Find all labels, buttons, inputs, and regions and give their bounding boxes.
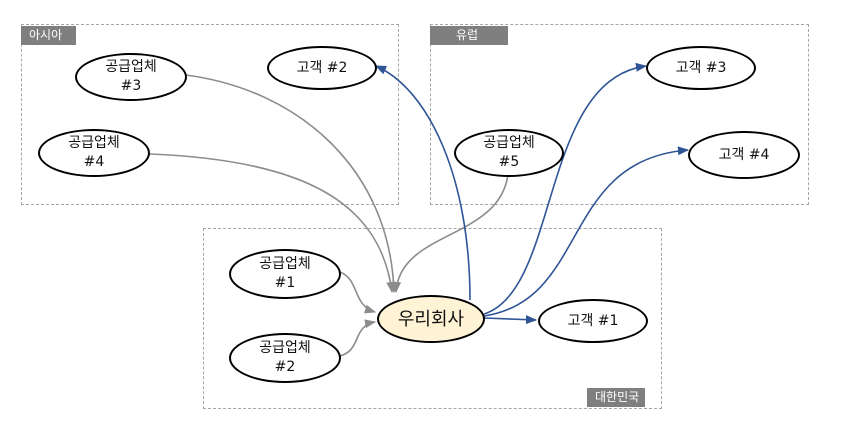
node-customer-1-label: 고객 #1 — [567, 312, 619, 329]
node-company: 우리회사 — [377, 295, 485, 343]
edge-company-to-customer3 — [483, 62, 648, 315]
region-label-asia: 아시아 — [21, 26, 77, 45]
region-korea — [203, 228, 662, 409]
region-label-europe: 유럽 — [430, 26, 509, 45]
node-customer-2-label: 고객 #2 — [296, 59, 348, 76]
node-customer-4: 고객 #4 — [688, 131, 800, 179]
node-supplier-3-num: #3 — [120, 78, 142, 94]
node-supplier-5-name: 공급업체 — [483, 135, 535, 151]
node-supplier-3-name: 공급업체 — [105, 59, 157, 75]
node-customer-3: 고객 #3 — [646, 46, 756, 90]
node-supplier-1: 공급업체 #1 — [229, 249, 341, 299]
edge-supplier5-to-company — [392, 173, 509, 294]
region-europe — [430, 24, 809, 205]
edge-company-to-customer2 — [374, 65, 471, 301]
edge-supplier4-to-company — [149, 153, 396, 294]
region-asia — [21, 24, 399, 205]
edge-supplier3-to-company — [185, 74, 399, 294]
node-supplier-2: 공급업체 #2 — [229, 333, 341, 383]
edge-company-to-customer1 — [483, 315, 538, 325]
region-label-korea: 대한민국 — [587, 388, 646, 407]
node-supplier-1-name: 공급업체 — [259, 256, 311, 272]
edge-supplier1-to-company — [339, 271, 377, 314]
node-supplier-5-num: #5 — [498, 154, 520, 170]
node-supplier-5: 공급업체 #5 — [454, 129, 564, 177]
node-supplier-4-name: 공급업체 — [68, 135, 120, 151]
node-supplier-2-num: #2 — [274, 359, 296, 375]
node-supplier-3: 공급업체 #3 — [75, 53, 187, 101]
node-customer-2: 고객 #2 — [267, 46, 377, 90]
node-customer-3-label: 고객 #3 — [675, 59, 727, 76]
node-supplier-4-num: #4 — [83, 154, 105, 170]
node-supplier-2-name: 공급업체 — [259, 340, 311, 356]
edge-company-to-customer4 — [483, 146, 690, 317]
edge-supplier2-to-company — [339, 319, 377, 357]
node-customer-4-label: 고객 #4 — [718, 146, 770, 163]
node-customer-1: 고객 #1 — [538, 299, 648, 343]
node-supplier-1-num: #1 — [274, 275, 296, 291]
node-supplier-4: 공급업체 #4 — [38, 129, 150, 177]
node-company-label: 우리회사 — [397, 308, 465, 330]
